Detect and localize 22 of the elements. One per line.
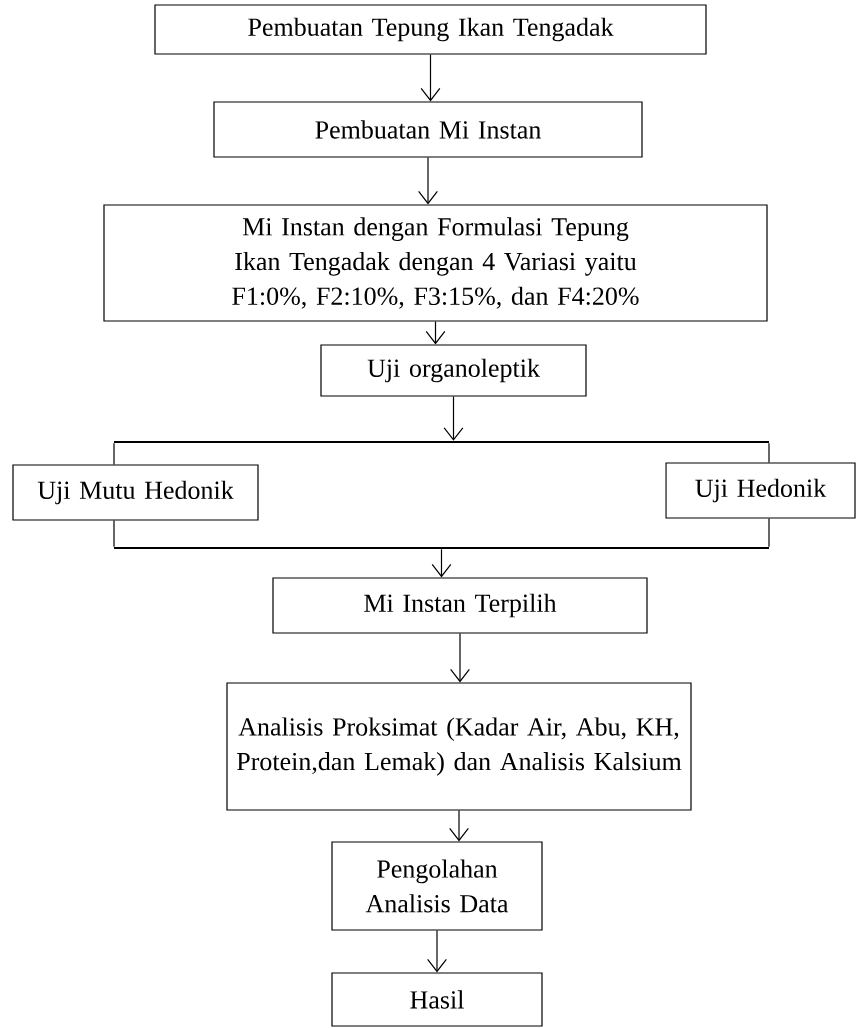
connector-line — [113, 442, 115, 465]
arrow — [431, 548, 452, 578]
process-box: Uji organoleptik — [320, 344, 587, 397]
arrow — [443, 396, 464, 441]
connector-line — [768, 518, 770, 548]
process-box: Uji Hedonik — [665, 462, 856, 519]
process-box: Pengolahan Analisis Data — [331, 841, 543, 931]
arrow — [427, 930, 447, 973]
connector-line — [768, 442, 770, 463]
process-box: Analisis Proksimat (Kadar Air, Abu, KH, Protein,dan Lemak) dan Analisis Kalsium — [226, 682, 692, 811]
process-box: Pembuatan Tepung Ikan Tengadak — [154, 4, 707, 55]
arrow — [418, 157, 438, 205]
connector-line — [113, 520, 115, 548]
process-box: Hasil — [331, 972, 543, 1027]
process-box: Uji Mutu Hedonik — [12, 464, 259, 521]
process-box: Mi Instan dengan Formulasi Tepung Ikan Tengadak dengan 4 Variasi yaitu F1:0%, F2:10%, F3:15%, dan F4:20% — [103, 204, 768, 322]
arrow — [449, 810, 469, 842]
arrow — [450, 633, 470, 683]
process-box: Mi Instan Terpilih — [272, 577, 648, 634]
arrow — [425, 321, 446, 345]
arrow — [420, 54, 441, 102]
process-box: Pembuatan Mi Instan — [213, 101, 643, 158]
